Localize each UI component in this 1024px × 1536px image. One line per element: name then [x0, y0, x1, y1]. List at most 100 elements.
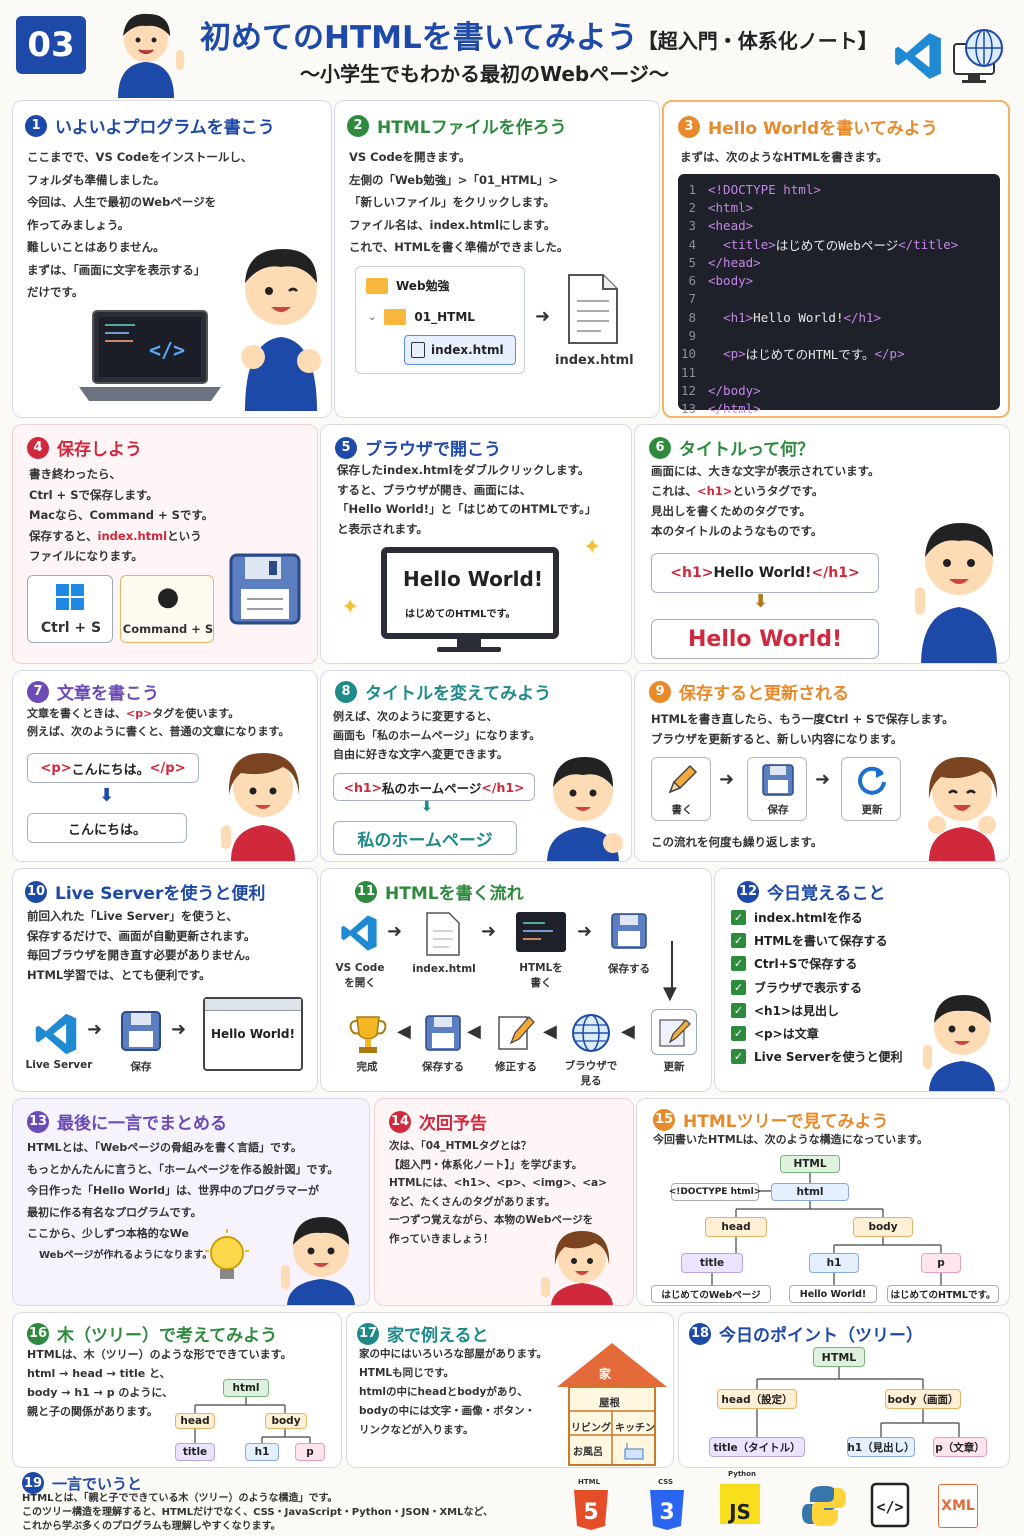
tree-leaf-h1-text: Hello World!: [789, 1285, 877, 1303]
python-logo-icon: [802, 1486, 846, 1526]
text-line: html → head → title と、: [27, 1367, 171, 1380]
code-text: はじめてのWebページ: [775, 237, 899, 253]
file-explorer: Web勉強 ⌄01_HTML index.html: [355, 266, 525, 374]
boy-fist-icon: [241, 249, 321, 411]
boy-pointing-icon: [118, 13, 184, 98]
text-line: と表示されます。: [337, 521, 428, 536]
highlight-text: index.html: [97, 528, 168, 543]
floppy-disk-icon: [229, 553, 301, 625]
text-line: Ctrl + Sで保存します。: [29, 487, 158, 502]
girl-pointing-icon: [221, 753, 300, 861]
checklist-item: ✓ Ctrl+Sで保存する: [731, 955, 857, 972]
tree-leaf-title-text: はじめてのWebページ: [651, 1285, 771, 1303]
heading-text: HTMLツリーで見てみよう: [683, 1112, 889, 1132]
flow-label: Live Server: [25, 1059, 93, 1071]
house-label-kitchen: キッチン: [615, 1423, 655, 1434]
arrow-right-icon: ➜: [87, 1019, 103, 1040]
arrow-left-icon: ◀: [621, 1021, 635, 1042]
sparkle-icon: ✦: [341, 595, 360, 620]
text-line: 自由に好きな文字へ変更できます。: [333, 748, 508, 761]
code-file-icon: </>: [870, 1482, 910, 1528]
folder-label: Web勉強: [396, 279, 450, 293]
boy-fist-icon: [547, 757, 623, 861]
heading-text: ブラウザで開こう: [365, 440, 501, 460]
card-2-heading: 2 HTMLファイルを作ろう: [347, 113, 567, 138]
web-globe-icon: [953, 29, 1003, 83]
code-line: 1<!DOCTYPE html>: [678, 180, 1000, 198]
code-tag: </body>: [708, 382, 761, 398]
line-number: 4: [688, 236, 696, 252]
checkbox-checked-icon: ✓: [731, 1049, 746, 1065]
step-refresh: 更新: [841, 757, 901, 821]
code-tag: <html>: [708, 199, 754, 215]
checkbox-checked-icon: ✓: [731, 979, 746, 995]
text-line: ファイル名は、index.htmlにします。: [349, 217, 556, 232]
folder-web-benkyo[interactable]: Web勉強: [366, 277, 450, 294]
flow-label: 更新: [663, 1061, 685, 1073]
text-line: 「Hello World!」と「はじめてのHTMLです。」: [337, 502, 597, 516]
code-line: 11: [678, 363, 1000, 381]
heading-text: HTMLファイルを作ろう: [377, 118, 567, 138]
code-editor-icon: [516, 912, 566, 952]
heading-text: タイトルって何？: [679, 440, 815, 460]
heading-text: Hello Worldを書いてみよう: [708, 119, 938, 139]
css3-logo-caption: CSS: [658, 1478, 674, 1486]
floppy-disk-icon: [762, 764, 794, 796]
globe-icon: [572, 1014, 610, 1052]
card-16-text: HTMLは、木（ツリー）のような形でできています。 html → head → t…: [27, 1345, 292, 1421]
line-number: 6: [688, 273, 696, 289]
step-number: 16: [27, 1322, 49, 1345]
tree-node-head: head: [705, 1217, 767, 1237]
arrow-left-icon: ◀: [467, 1021, 481, 1042]
flow-label: 修正する: [495, 1061, 537, 1073]
code-tag: </head>: [708, 254, 761, 270]
line-number: 1: [688, 181, 696, 197]
tree-node-h1: h1: [245, 1443, 279, 1461]
step-number: 6: [649, 436, 671, 459]
text-line: HTMLは、木（ツリー）のような形でできています。: [27, 1348, 292, 1361]
file-index-html[interactable]: index.html: [404, 335, 516, 365]
text-line: 家の中にはいろいろな部屋があります。: [359, 1348, 547, 1360]
checkbox-checked-icon: ✓: [731, 956, 746, 972]
line-number: 12: [680, 382, 696, 398]
svg-text:</>: </>: [876, 1498, 903, 1516]
text-line: HTMLには、<h1>、<p>、<img>、<a>: [389, 1177, 607, 1189]
arrow-down-icon: ⬇: [421, 799, 433, 815]
text-line: ファイルになります。: [29, 549, 143, 563]
code-tag: <title>: [723, 236, 776, 252]
tree-node-body: body: [265, 1413, 307, 1429]
key-command-s: ● Command + S: [120, 575, 214, 643]
bathtub-icon: [624, 1443, 644, 1460]
line-number: 13: [680, 401, 696, 417]
code-tag: <head>: [708, 218, 754, 234]
code-line: 2<html>: [678, 198, 1000, 216]
page-title-tag: 【超入門・体系化ノート】: [637, 29, 878, 53]
code-line: 13</html>: [678, 400, 1000, 417]
text-line: 【超入門・体系化ノート】」を学びます。: [389, 1158, 583, 1171]
step-number: 2: [347, 114, 369, 137]
card-7-text: 文章を書くときは、<p>タグを使います。例えば、次のように書くと、普通の文章にな…: [27, 705, 289, 741]
card-4-text: 書き終わったら、Ctrl + Sで保存します。Macなら、Command + S…: [29, 464, 213, 567]
folder-01-html[interactable]: ⌄01_HTML: [368, 309, 475, 325]
heading-text: 家で例えると: [387, 1326, 489, 1346]
heading-text: 一言でいうと: [52, 1474, 143, 1493]
tree-node-p: p: [295, 1443, 325, 1461]
checklist-label: Ctrl+Sで保存する: [754, 957, 858, 972]
tree-connectors: [756, 1367, 960, 1437]
